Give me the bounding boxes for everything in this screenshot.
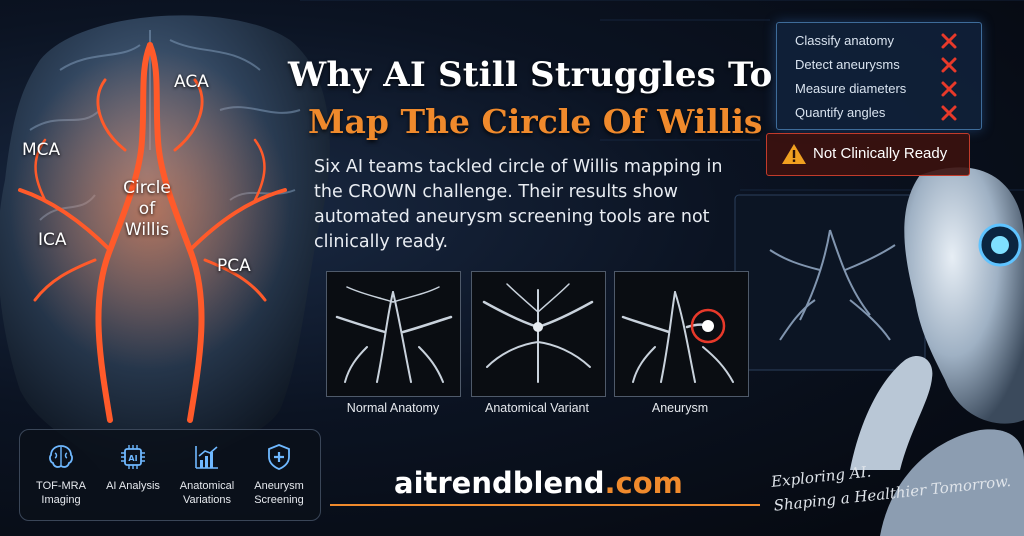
brain-icon xyxy=(49,445,73,468)
left-ica-vessel xyxy=(95,42,153,423)
website-tld: .com xyxy=(604,466,683,500)
aneurysm-marker xyxy=(690,308,726,344)
checklist-item-label: Measure diameters xyxy=(795,81,907,96)
feature-label: TOF-MRA Imaging xyxy=(36,480,86,506)
checklist-item: Classify anatomy xyxy=(777,29,981,53)
feature-aneurysm-screening: Aneurysm Screening xyxy=(244,430,314,520)
checklist-item: Quantify angles xyxy=(777,101,981,125)
shield-plus-icon xyxy=(268,444,290,470)
mca-label: MCA xyxy=(22,140,61,160)
pca-label: PCA xyxy=(217,256,251,276)
checklist-item-label: Detect aneurysms xyxy=(795,57,900,72)
feature-anatomical-variations: Anatomical Variations xyxy=(172,430,242,520)
website-name: aitrendblend xyxy=(394,466,605,500)
cow-line-3: Willis xyxy=(124,220,170,240)
aca-label: ACA xyxy=(174,72,209,92)
checklist-item-label: Quantify angles xyxy=(795,105,886,120)
x-icon xyxy=(941,81,957,97)
angiogram-normal xyxy=(335,286,453,383)
ai-chip-icon: AI xyxy=(121,445,145,469)
panel-aneurysm xyxy=(614,271,749,397)
headline-line-2: Map The Circle Of Willis xyxy=(308,102,763,141)
cow-line-1: Circle xyxy=(123,178,171,198)
feature-label: Aneurysm Screening xyxy=(254,480,304,506)
chart-icon xyxy=(195,446,218,469)
feature-label: AI Analysis xyxy=(106,480,160,492)
robot-arm xyxy=(850,356,933,470)
warning-icon xyxy=(782,144,806,164)
checklist-item-label: Classify anatomy xyxy=(795,33,894,48)
checklist-item: Measure diameters xyxy=(777,77,981,101)
feature-ai-analysis: AI AI Analysis xyxy=(98,430,168,520)
ica-label: ICA xyxy=(38,230,67,250)
cow-line-2: of xyxy=(138,199,156,219)
headline-line-1: Why AI Still Struggles To xyxy=(288,55,773,95)
x-icon xyxy=(941,57,957,73)
task-checklist: Classify anatomy Detect aneurysms Measur… xyxy=(776,22,982,130)
x-icon xyxy=(941,105,957,121)
monitor xyxy=(734,194,926,371)
feature-label: Anatomical Variations xyxy=(179,480,235,506)
svg-text:AI: AI xyxy=(128,454,137,463)
status-badge: Not Clinically Ready xyxy=(766,133,970,176)
panel-normal-anatomy xyxy=(326,271,461,397)
caption-anatomical-variant: Anatomical Variant xyxy=(485,401,589,415)
caption-aneurysm: Aneurysm xyxy=(651,401,709,415)
description-text: Six AI teams tackled circle of Willis ma… xyxy=(314,157,723,252)
checklist-item: Detect aneurysms xyxy=(777,53,981,77)
caption-normal-anatomy: Normal Anatomy xyxy=(346,401,440,415)
feature-icons-box: TOF-MRA Imaging AI AI Analysis Anatomica… xyxy=(19,429,321,521)
x-icon xyxy=(941,33,957,49)
angiogram-variant xyxy=(482,283,594,383)
circle-of-willis-label: Circle of Willis xyxy=(112,178,182,241)
panel-anatomical-variant xyxy=(471,271,606,397)
angiogram-aneurysm xyxy=(621,291,734,383)
status-label: Not Clinically Ready xyxy=(813,145,948,162)
right-ica-vessel xyxy=(147,42,205,423)
feature-tof-mra: TOF-MRA Imaging xyxy=(26,430,96,520)
website-link[interactable]: aitrendblend.com xyxy=(394,466,683,500)
